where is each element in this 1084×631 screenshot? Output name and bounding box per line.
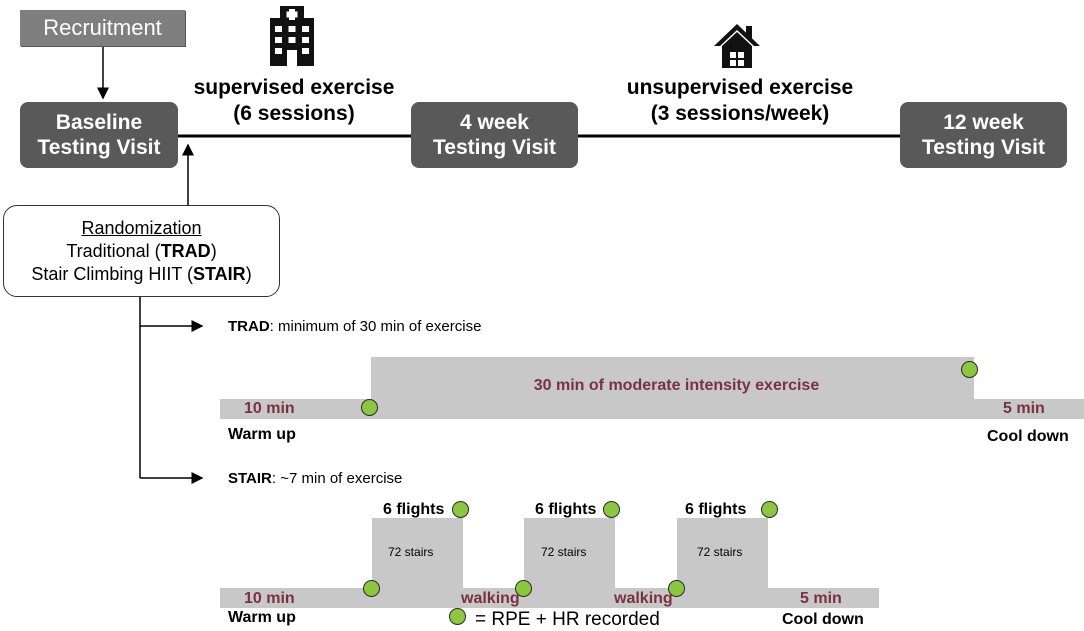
trad-cooldown-label: Cool down [987, 428, 1069, 445]
stair-walking-2: walking [614, 590, 673, 607]
stair-record-dot-2 [603, 501, 620, 518]
recruitment-box: Recruitment [20, 10, 185, 46]
stair-record-dot-4 [363, 580, 380, 597]
stair-cooldown-label: Cool down [782, 611, 864, 628]
stair-baseline-bar [220, 588, 879, 608]
week12-visit-line1: 12 week [943, 111, 1024, 134]
randomization-box: Randomization Traditional (TRAD) Stair C… [3, 205, 280, 297]
stair-flights-1: 6 flights [383, 501, 445, 518]
trad-header: TRAD: minimum of 30 min of exercise [228, 318, 482, 335]
randomization-trad-line: Traditional (TRAD) [66, 240, 217, 261]
randomization-stair-line: Stair Climbing HIIT (STAIR) [31, 263, 252, 284]
stair-bout-3 [677, 518, 768, 590]
stair-record-dot-1 [452, 501, 469, 518]
stair-walking-1: walking [461, 590, 520, 607]
house-icon [714, 24, 760, 68]
unsupervised-phase-label: unsupervised exercise (3 sessions/week) [600, 75, 880, 127]
stair-record-dot-5 [515, 580, 532, 597]
stair-warmup-label: Warm up [228, 609, 296, 626]
stair-header: STAIR: ~7 min of exercise [228, 470, 403, 487]
stair-bout-2 [524, 518, 615, 590]
stair-count-2: 72 stairs [541, 545, 587, 559]
hospital-icon [270, 6, 314, 66]
stair-count-3: 72 stairs [697, 545, 743, 559]
stair-record-dot-3 [761, 501, 778, 518]
trad-main-label: 30 min of moderate intensity exercise [533, 377, 820, 394]
trad-cooldown-duration: 5 min [1003, 400, 1045, 417]
week12-visit-line2: Testing Visit [922, 136, 1045, 159]
trad-record-dot-2 [961, 361, 978, 378]
trad-warmup-label: Warm up [228, 426, 296, 443]
legend-dot [449, 608, 466, 625]
supervised-phase-line1: supervised exercise [193, 76, 395, 99]
trad-cooldown-bar [973, 399, 1084, 419]
week4-visit-box: 4 week Testing Visit [411, 102, 578, 168]
trad-record-dot-1 [361, 399, 378, 416]
stair-flights-3: 6 flights [685, 501, 747, 518]
stair-warmup-duration: 10 min [244, 590, 295, 607]
stair-count-1: 72 stairs [388, 545, 434, 559]
week4-visit-line2: Testing Visit [433, 136, 556, 159]
supervised-phase-label: supervised exercise (6 sessions) [180, 75, 408, 127]
stair-flights-2: 6 flights [535, 501, 597, 518]
stair-cooldown-duration: 5 min [800, 590, 842, 607]
week12-visit-box: 12 week Testing Visit [900, 102, 1067, 168]
randomization-title: Randomization [81, 217, 202, 238]
trad-main-bar [371, 357, 974, 419]
supervised-phase-line2: (6 sessions) [233, 102, 355, 125]
legend-text: = RPE + HR recorded [475, 609, 660, 630]
unsupervised-phase-line2: (3 sessions/week) [650, 102, 830, 125]
stair-bout-1 [372, 518, 463, 590]
week4-visit-line1: 4 week [460, 111, 529, 134]
baseline-visit-box: Baseline Testing Visit [20, 102, 178, 168]
baseline-visit-line2: Testing Visit [37, 136, 161, 159]
baseline-visit-line1: Baseline [55, 111, 143, 134]
stair-record-dot-6 [668, 580, 685, 597]
trad-warmup-duration: 10 min [244, 400, 295, 417]
trad-warmup-bar [220, 399, 372, 419]
unsupervised-phase-line1: unsupervised exercise [626, 76, 854, 99]
